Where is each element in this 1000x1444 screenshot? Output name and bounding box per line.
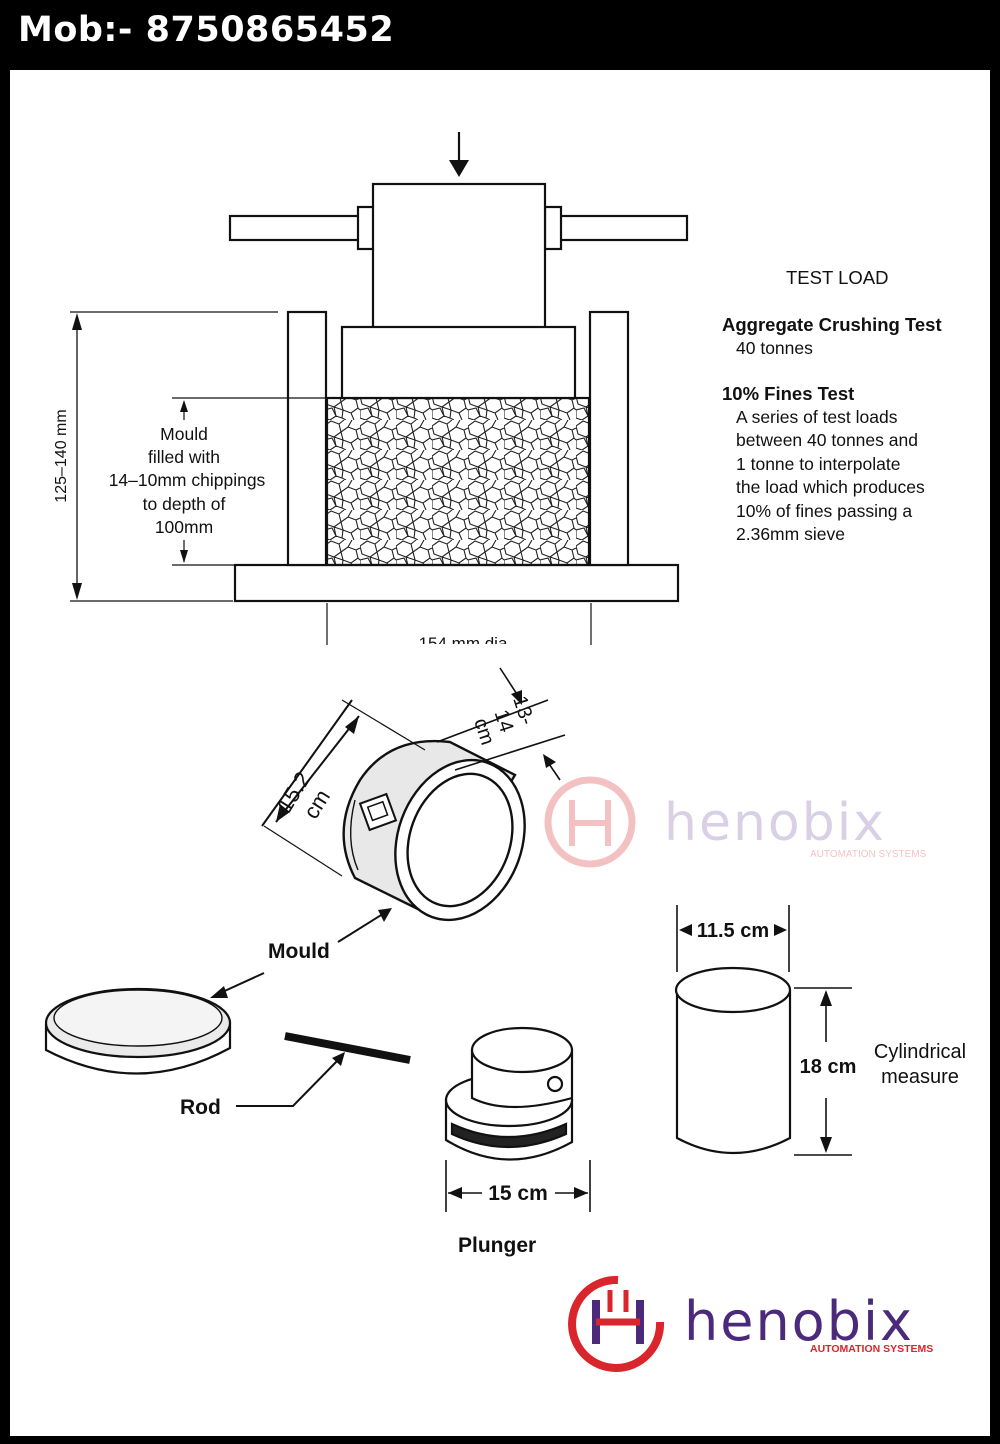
fines-test-line: 2.36mm sieve — [736, 524, 845, 544]
henobix-logo: henobix AUTOMATION SYSTEMS — [568, 1275, 933, 1372]
rod-label: Rod — [180, 1096, 221, 1119]
mould-pointer-arrows — [210, 908, 392, 998]
fines-test-title: 10% Fines Test — [722, 383, 854, 404]
fines-test-line: 10% of fines passing a — [736, 501, 912, 521]
load-arrow-icon — [449, 132, 469, 177]
mould-diameter-dimension — [261, 699, 426, 877]
right-handle — [555, 214, 689, 242]
plunger-label: Plunger — [458, 1234, 536, 1257]
mould-note: Mould filled with 14–10mm chippings to d… — [109, 424, 266, 537]
cylinder-width-label: 11.5 cm — [697, 920, 769, 942]
mould-height-dimension — [436, 667, 566, 781]
header-bar: Mob:- 8750865452 — [0, 0, 1000, 66]
watermark-brand: henobix — [664, 793, 886, 853]
henobix-logo-icon — [568, 1275, 665, 1372]
mould-note-line: 14–10mm chippings — [109, 470, 266, 490]
left-handle-collar — [356, 205, 376, 251]
watermark-tagline: AUTOMATION SYSTEMS — [810, 849, 927, 860]
cylinder-height-dimension — [794, 987, 852, 1156]
fines-test-line: 1 tonne to interpolate — [736, 454, 900, 474]
aggregate-test-title: Aggregate Crushing Test — [722, 314, 942, 335]
mould-label: Mould — [268, 940, 330, 963]
fines-test-line: A series of test loads — [736, 407, 898, 427]
right-handle-collar — [543, 205, 563, 251]
tamping-rod — [284, 1032, 411, 1064]
plunger — [444, 1026, 574, 1161]
diagram-canvas: 125–140 mm Mould filled with 14–10mm chi… — [44, 132, 966, 1372]
aggregate-test-value: 40 tonnes — [736, 338, 813, 358]
cylinder-height-label: 18 cm — [800, 1056, 857, 1078]
logo-tagline: AUTOMATION SYSTEMS — [810, 1343, 933, 1355]
logo-brand: henobix — [684, 1290, 914, 1353]
fines-test-line: the load which produces — [736, 477, 925, 497]
mould-note-line: filled with — [148, 447, 220, 467]
test-load-block: TEST LOAD Aggregate Crushing Test 40 ton… — [722, 267, 942, 544]
test-load-title: TEST LOAD — [786, 267, 888, 288]
crushing-apparatus — [70, 132, 689, 645]
mould-note-line: Mould — [160, 424, 208, 444]
cylinder-wall-left — [286, 310, 328, 567]
base-plate — [233, 563, 680, 603]
cylinder-width-dimension — [676, 905, 790, 972]
rod-pointer-arrow — [236, 1052, 345, 1107]
mould-diameter-label: 15.2 cm — [272, 767, 335, 823]
plunger-dimension — [445, 1160, 591, 1212]
plunger-dimension-label: 15 cm — [488, 1182, 548, 1205]
diagram-panel: 125–140 mm Mould filled with 14–10mm chi… — [10, 70, 990, 1436]
plunger-stem — [371, 182, 547, 330]
height-dimension-label: 125–140 mm — [53, 409, 70, 502]
left-handle — [228, 214, 362, 242]
mould-ring — [342, 739, 526, 922]
fines-test-line: between 40 tonnes and — [736, 430, 918, 450]
cylinder-label-line: measure — [881, 1066, 959, 1088]
mould-note-line: 100mm — [155, 517, 213, 537]
base-plate-disc — [44, 987, 232, 1075]
mould-note-line: to depth of — [143, 494, 226, 514]
henobix-watermark: henobix AUTOMATION SYSTEMS — [544, 776, 927, 868]
aggregate-fill — [325, 396, 591, 567]
cylinder-wall-right — [588, 310, 630, 567]
mould-height-label: 13- 14 cm — [469, 693, 538, 747]
plunger-head — [340, 325, 577, 400]
cylinder-label-line: Cylindrical — [874, 1041, 966, 1063]
diameter-dimension-label: 154 mm dia — [419, 634, 508, 653]
mobile-number: Mob:- 8750865452 — [18, 10, 395, 50]
cylindrical-measure — [674, 966, 792, 1155]
